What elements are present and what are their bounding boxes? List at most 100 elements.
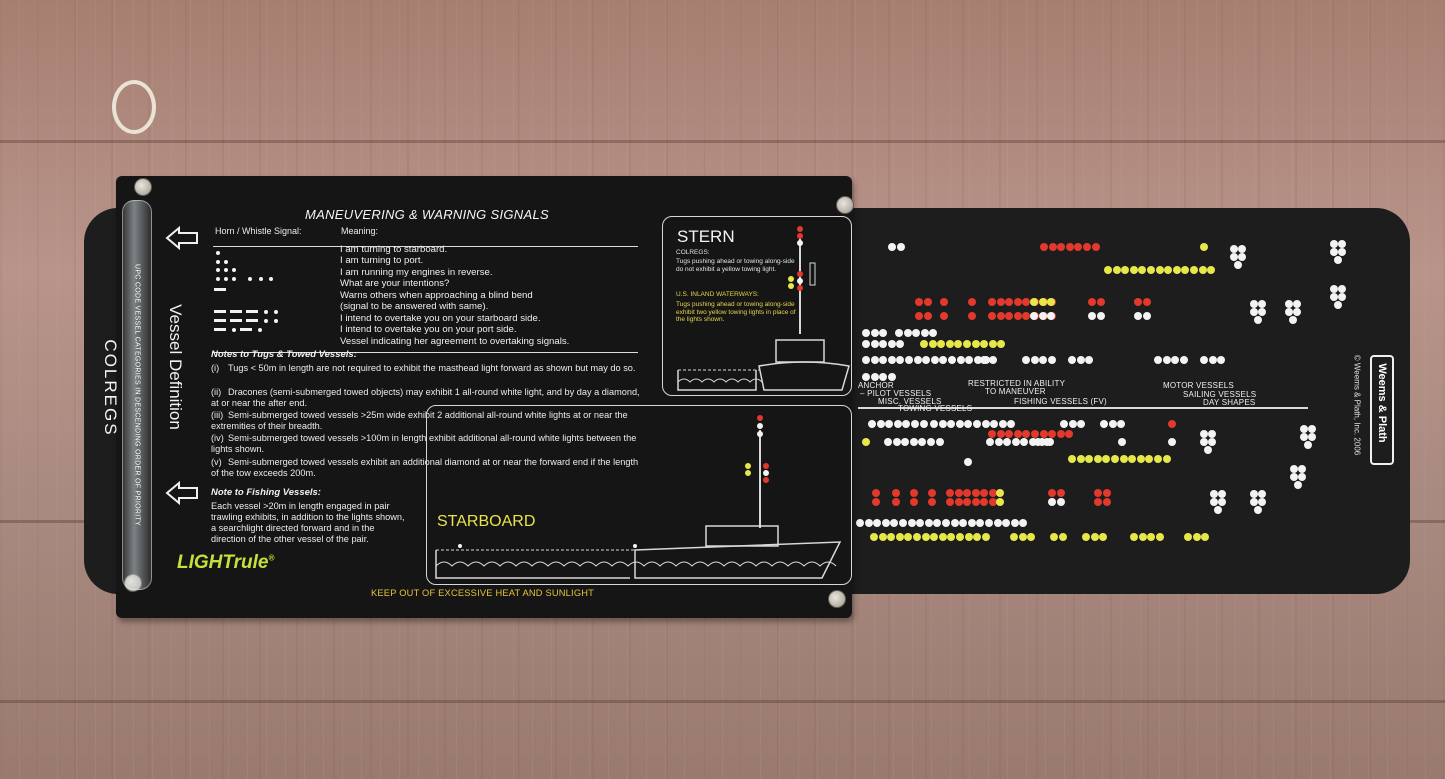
light-dot (973, 356, 982, 364)
light-dot (896, 356, 905, 364)
light-dot (1007, 420, 1016, 428)
light-dot (1085, 356, 1094, 364)
light-dot (1250, 498, 1258, 506)
light-dot (913, 533, 921, 541)
light-dot (904, 533, 913, 541)
light-dot (964, 420, 973, 428)
light-dot (887, 533, 896, 541)
signal-meaning: I am turning to starboard. (340, 244, 448, 255)
lightrule-logo: LIGHTrule® (177, 552, 275, 573)
light-dot (1330, 240, 1338, 248)
light-dot (1112, 266, 1121, 274)
light-dot (895, 533, 904, 541)
light-dot (896, 340, 905, 348)
light-dot (1102, 489, 1111, 497)
light-dot (956, 356, 965, 364)
light-dot (913, 356, 922, 364)
light-dot (919, 420, 928, 428)
light-dot (988, 340, 997, 348)
light-dot (997, 340, 1006, 348)
light-dot (981, 533, 990, 541)
light-dot (856, 519, 864, 527)
light-dot (942, 519, 950, 527)
colregs-label: COLREGS (101, 339, 120, 437)
light-dot (1005, 298, 1014, 306)
left-arrow-icon (165, 481, 198, 505)
light-dot (862, 438, 870, 446)
light-dot (1121, 266, 1130, 274)
light-dot (1111, 455, 1119, 463)
light-dot (971, 489, 980, 497)
light-dot (980, 340, 989, 348)
category-sailing: SAILING VESSELS (1183, 390, 1257, 399)
light-dot (980, 498, 989, 506)
light-dot (890, 519, 899, 527)
light-dot (1083, 243, 1091, 251)
light-dot (1238, 253, 1246, 261)
light-dot (1134, 312, 1142, 320)
light-dot (879, 356, 888, 364)
light-dot (1011, 438, 1020, 446)
light-dot (1102, 498, 1111, 506)
light-dot (1300, 433, 1308, 441)
light-dot (921, 533, 930, 541)
light-dot (1034, 438, 1042, 446)
light-dot (909, 438, 918, 446)
light-dot (902, 420, 911, 428)
light-dot (892, 438, 901, 446)
light-dot (1258, 498, 1266, 506)
light-dot (927, 438, 935, 446)
starboard-panel (426, 405, 852, 585)
light-dot (881, 519, 890, 527)
light-dot (1048, 243, 1057, 251)
light-dot (928, 340, 937, 348)
wood-seam (0, 140, 1445, 143)
slider-card[interactable] (116, 176, 852, 618)
light-dot (1285, 300, 1293, 308)
light-dot (1184, 533, 1192, 541)
light-dot (973, 420, 981, 428)
light-dot (928, 498, 936, 506)
light-dot (1290, 465, 1298, 473)
starboard-title: STARBOARD (437, 513, 536, 530)
light-dot (1258, 308, 1266, 316)
light-dot (870, 329, 879, 337)
light-dot (1129, 266, 1138, 274)
light-dot (862, 356, 870, 364)
light-dot (1208, 430, 1216, 438)
light-dot (862, 329, 870, 337)
light-dot (933, 519, 942, 527)
light-dot (1250, 308, 1258, 316)
light-dot (1293, 300, 1301, 308)
light-dot (1018, 533, 1027, 541)
light-dot (940, 312, 948, 320)
light-dot (1162, 356, 1171, 364)
light-dot (1057, 243, 1066, 251)
light-dot (1168, 420, 1176, 428)
stern-inland-text: Tugs pushing ahead or towing along-side … (676, 301, 796, 323)
light-dot (1022, 312, 1031, 320)
divider (213, 352, 638, 353)
light-dot (899, 519, 907, 527)
light-dot (1136, 455, 1145, 463)
wood-seam (0, 700, 1445, 703)
light-dot (910, 498, 918, 506)
light-dot (1198, 266, 1207, 274)
light-dot (1082, 533, 1090, 541)
light-dot (887, 356, 896, 364)
light-dot (1096, 298, 1105, 306)
light-dot (1147, 266, 1155, 274)
light-dot (1013, 430, 1022, 438)
light-dot (1330, 248, 1338, 256)
light-dot (989, 489, 997, 497)
light-dot (1338, 248, 1346, 256)
left-arrow-icon (165, 226, 198, 250)
light-dot (940, 298, 948, 306)
light-dot (1088, 298, 1096, 306)
light-dot (1056, 498, 1065, 506)
light-dot (1338, 240, 1346, 248)
ring-icon (112, 80, 156, 134)
light-dot (1138, 266, 1147, 274)
light-dot (994, 438, 1003, 446)
copyright: © Weems & Plath, Inc. 2006 (1352, 354, 1362, 456)
